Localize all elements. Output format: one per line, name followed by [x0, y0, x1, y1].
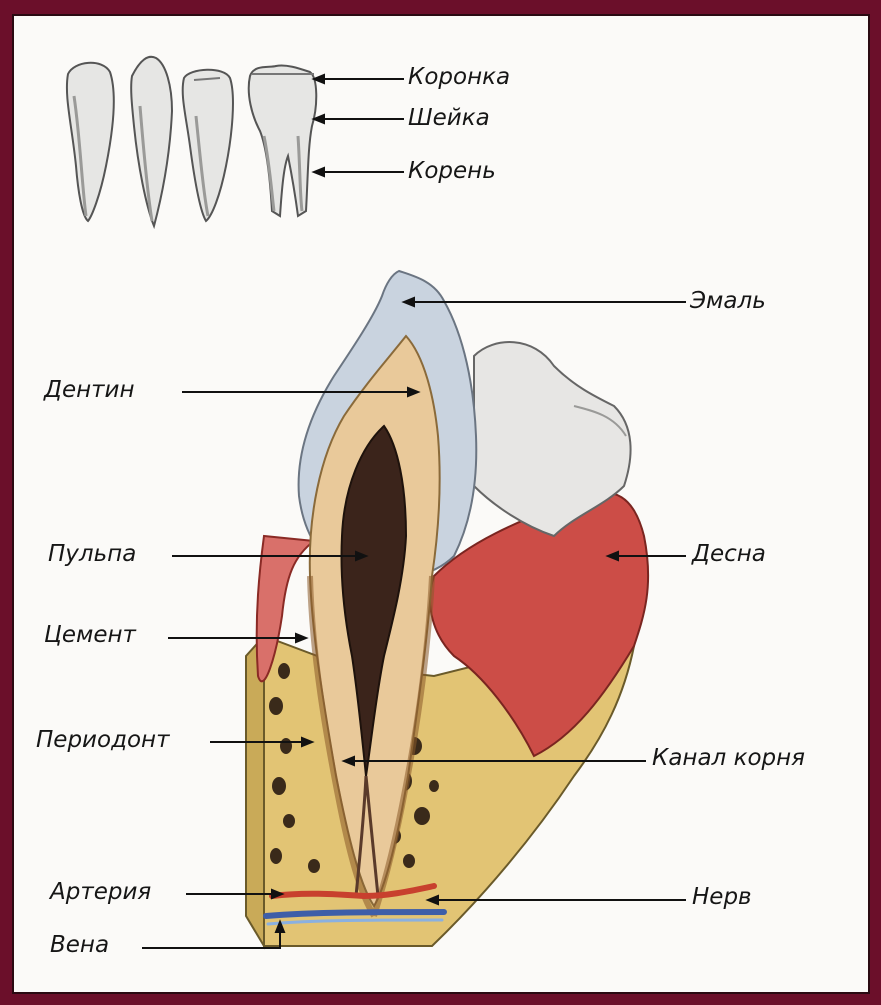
label-periodont: Периодонт	[36, 729, 169, 752]
label-cement: Цемент	[44, 624, 136, 647]
incisor-tooth	[67, 63, 114, 221]
small-teeth-row	[67, 57, 316, 226]
label-gum: Десна	[692, 543, 766, 566]
molar-tooth	[249, 65, 317, 216]
small-teeth-pointers	[314, 75, 404, 176]
label-neck: Шейка	[408, 107, 490, 130]
diagram-frame: Коронка Шейка Корень Эмаль Дентин Пульпа…	[12, 14, 870, 994]
label-nerve: Нерв	[692, 886, 752, 909]
label-root-canal: Канал корня	[652, 747, 805, 770]
label-dentin: Дентин	[44, 379, 135, 402]
label-root: Корень	[408, 160, 496, 183]
canine-tooth	[131, 57, 172, 226]
label-enamel: Эмаль	[690, 290, 766, 313]
label-pulp: Пульпа	[48, 543, 136, 566]
label-crown: Коронка	[408, 66, 510, 89]
label-vein: Вена	[50, 934, 109, 957]
premolar-tooth	[183, 70, 233, 221]
label-artery: Артерия	[50, 881, 151, 904]
